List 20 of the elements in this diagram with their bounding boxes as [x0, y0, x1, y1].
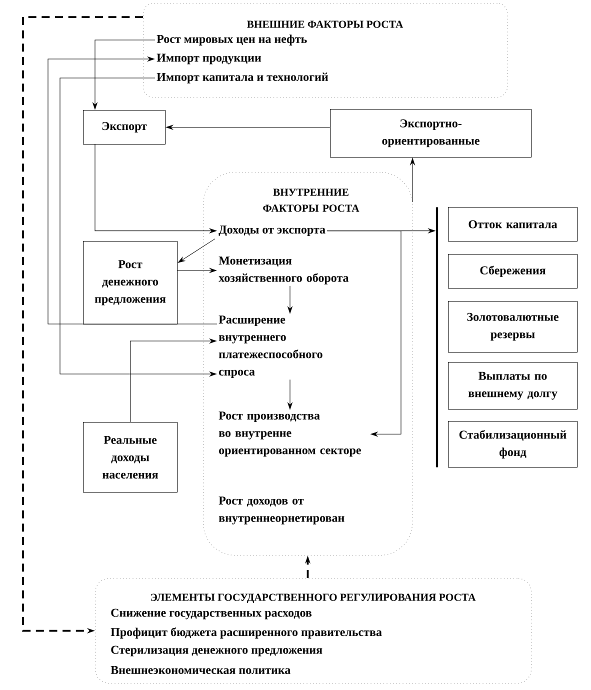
process-box: Реальные доходы населения	[83, 422, 178, 493]
process-box: Золотовалютные резервы	[448, 301, 578, 353]
factor-text: Рост доходов от внутреннеорнетирован	[218, 496, 344, 524]
arrow	[178, 238, 216, 263]
process-box: Отток капитала	[448, 207, 578, 242]
process-box: Сбережения	[448, 254, 578, 289]
process-box: Экспортно-ориентированные	[330, 109, 532, 158]
regulation-panel: ЭЛЕМЕНТЫ ГОСУДАРСТВЕННОГО РЕГУЛИРОВАНИЯ РОСТА Снижение государственных расходов Профицит бюджета расширенного правительства Стерилизация денежного предложения Внешнеэкономическая политика	[95, 578, 532, 684]
factor-text: Рост мировых цен на нефть	[156, 34, 307, 46]
process-box: Экспорт	[83, 110, 166, 145]
process-box: Стабилизационный фонд	[448, 421, 578, 468]
factor-text: Доходы от экспорта	[218, 226, 326, 236]
factor-text: Расширение внутреннего платежеспособного спроса	[218, 316, 322, 378]
process-box: Рост денежного предложения	[83, 241, 178, 325]
process-box: Выплаты по внешнему долгу	[448, 362, 578, 410]
factor-text: Импорт продукции	[156, 54, 262, 64]
arrow	[48, 56, 218, 324]
factor-text: Импорт капитала и технологий	[156, 72, 328, 84]
factor-text: Рост производства во внутренне ориентированном секторе	[218, 412, 361, 457]
factor-text: Монетизация хозяйственного оборота	[218, 256, 349, 284]
